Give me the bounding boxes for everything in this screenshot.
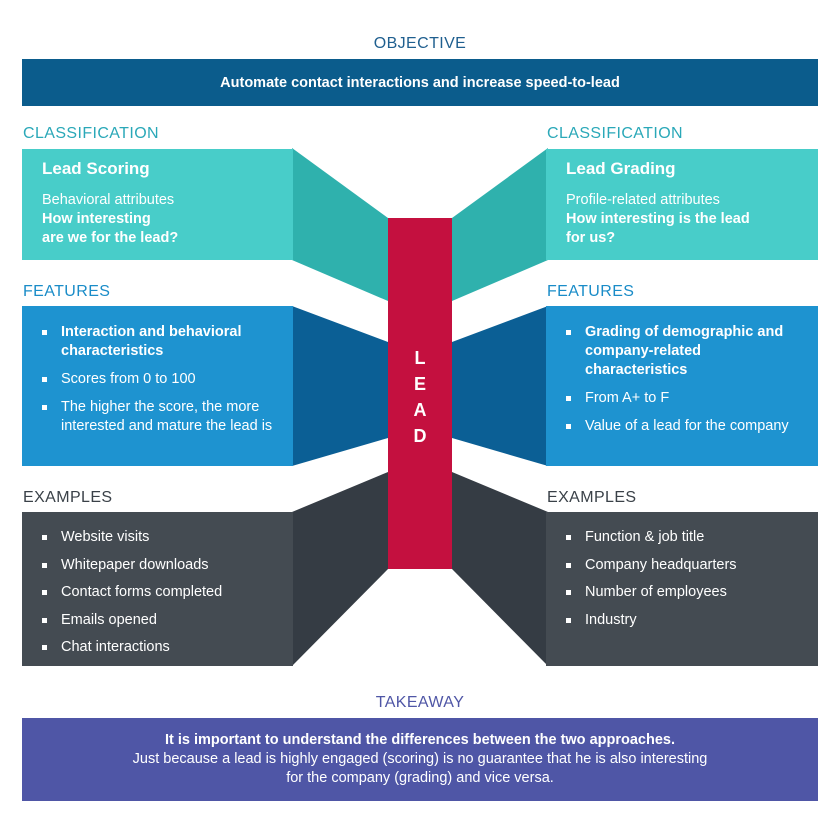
lead-scoring-title: Lead Scoring — [42, 159, 150, 178]
takeaway-bold-line: It is important to understand the differ… — [165, 732, 675, 748]
left-example-item: Chat interactions — [40, 638, 275, 657]
left-features-list: Interaction and behavioral characteristi… — [40, 323, 275, 436]
lead-grading-question-line1: How interesting is the lead — [566, 211, 750, 227]
objective-banner: Automate contact interactions and increa… — [22, 59, 818, 106]
right-feature-item: From A+ to F — [564, 389, 800, 408]
lead-scoring-box: Lead Scoring Behavioral attributes How i… — [22, 149, 293, 260]
lead-scoring-question-line2: are we for the lead? — [42, 230, 179, 246]
right-examples-list: Function & job title Company headquarter… — [564, 528, 800, 630]
lead-letter: D — [413, 426, 427, 446]
left-classification-heading: CLASSIFICATION — [23, 125, 159, 142]
left-example-item: Emails opened — [40, 611, 275, 630]
left-feature-item: The higher the score, the more intereste… — [40, 398, 275, 436]
lead-letter: L — [414, 348, 426, 368]
left-features-box: Interaction and behavioral characteristi… — [22, 306, 293, 466]
left-features-heading: FEATURES — [23, 283, 111, 300]
objective-text: Automate contact interactions and increa… — [220, 74, 620, 91]
lead-letter: A — [413, 400, 427, 420]
takeaway-line-3: for the company (grading) and vice versa… — [286, 770, 554, 786]
left-example-item: Contact forms completed — [40, 583, 275, 602]
lead-label: L E A D — [388, 345, 452, 449]
takeaway-heading: TAKEAWAY — [375, 694, 465, 711]
lead-letter: E — [413, 374, 426, 394]
takeaway-box: It is important to understand the differ… — [22, 718, 818, 801]
right-example-item: Industry — [564, 611, 800, 630]
right-example-item: Company headquarters — [564, 556, 800, 575]
lead-grading-question-line2: for us? — [566, 230, 616, 246]
lead-scoring-question-line1: How interesting — [42, 211, 151, 227]
left-examples-box: Website visits Whitepaper downloads Cont… — [22, 512, 293, 666]
takeaway-line-2: Just because a lead is highly engaged (s… — [132, 751, 708, 767]
left-features-connector — [292, 306, 388, 466]
right-example-item: Number of employees — [564, 583, 800, 602]
right-examples-box: Function & job title Company headquarter… — [546, 512, 818, 666]
right-example-item: Function & job title — [564, 528, 800, 547]
left-example-item: Whitepaper downloads — [40, 556, 275, 575]
right-feature-item: Grading of demographic and company-relat… — [564, 323, 800, 380]
left-classification-connector — [292, 148, 388, 301]
lead-bar — [388, 218, 452, 569]
left-examples-list: Website visits Whitepaper downloads Cont… — [40, 528, 275, 657]
lead-scoring-attributes: Behavioral attributes — [42, 192, 175, 208]
lead-grading-attributes: Profile-related attributes — [566, 192, 720, 208]
right-features-box: Grading of demographic and company-relat… — [546, 306, 818, 466]
lead-grading-title: Lead Grading — [566, 159, 676, 178]
objective-heading: OBJECTIVE — [373, 35, 467, 52]
lead-grading-box: Lead Grading Profile-related attributes … — [546, 149, 818, 260]
right-examples-connector — [452, 472, 548, 666]
left-feature-item: Interaction and behavioral characteristi… — [40, 323, 275, 361]
right-features-connector — [452, 306, 548, 466]
right-classification-connector — [452, 148, 548, 301]
right-examples-heading: EXAMPLES — [547, 489, 637, 506]
right-feature-item: Value of a lead for the company — [564, 417, 800, 436]
right-classification-heading: CLASSIFICATION — [547, 125, 683, 142]
left-feature-item: Scores from 0 to 100 — [40, 370, 275, 389]
left-examples-heading: EXAMPLES — [23, 489, 113, 506]
left-example-item: Website visits — [40, 528, 275, 547]
left-examples-connector — [292, 472, 388, 666]
right-features-list: Grading of demographic and company-relat… — [564, 323, 800, 436]
right-features-heading: FEATURES — [547, 283, 635, 300]
